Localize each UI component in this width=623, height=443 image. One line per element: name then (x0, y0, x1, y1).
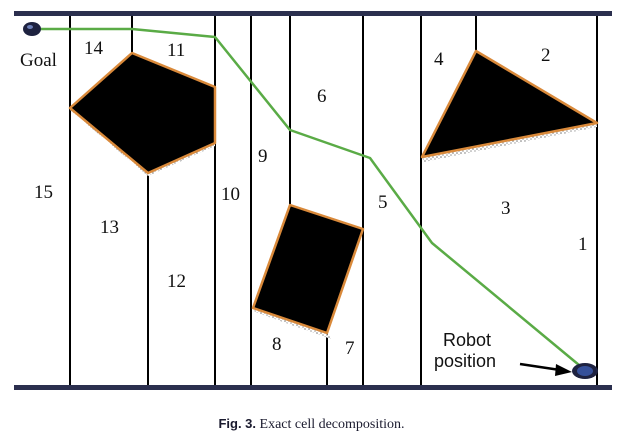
cell-label-5: 5 (378, 192, 388, 213)
obstacle-rectangle (251, 203, 365, 339)
goal-label: Goal (20, 50, 57, 71)
cell-label-6: 6 (317, 86, 327, 107)
cell-label-14: 14 (84, 38, 104, 59)
cell-label-13: 13 (100, 217, 119, 238)
cell-decomposition-diagram: Goal Robot position 1 2 3 4 5 6 7 8 9 10… (14, 11, 612, 390)
robot-marker-body (577, 366, 593, 376)
cell-label-15: 15 (34, 182, 53, 203)
cell-label-11: 11 (167, 40, 185, 61)
robot-label-line1: Robot (443, 330, 491, 350)
obstacle-triangle (420, 49, 599, 162)
top-boundary (14, 11, 612, 16)
goal-marker-highlight (27, 25, 33, 29)
cell-label-2: 2 (541, 45, 551, 66)
cell-label-9: 9 (258, 146, 268, 167)
cell-label-3: 3 (501, 198, 511, 219)
cell-label-1: 1 (578, 234, 588, 255)
cell-label-7: 7 (345, 338, 355, 359)
cell-label-12: 12 (167, 271, 186, 292)
bottom-boundary (14, 385, 612, 390)
robot-arrow (519, 362, 572, 376)
robot-path (33, 27, 586, 371)
caption-text: Exact cell decomposition. (259, 417, 405, 432)
goal-marker (23, 22, 41, 36)
cell-label-10: 10 (221, 184, 240, 205)
cell-label-4: 4 (434, 49, 444, 70)
caption-prefix: Fig. 3. (218, 416, 257, 431)
figure-caption: Fig. 3. Exact cell decomposition. (0, 416, 623, 433)
cell-boundaries (69, 16, 598, 385)
cell-label-8: 8 (272, 334, 282, 355)
robot-label-line2: position (434, 351, 496, 371)
obstacle-pentagon (68, 51, 217, 176)
